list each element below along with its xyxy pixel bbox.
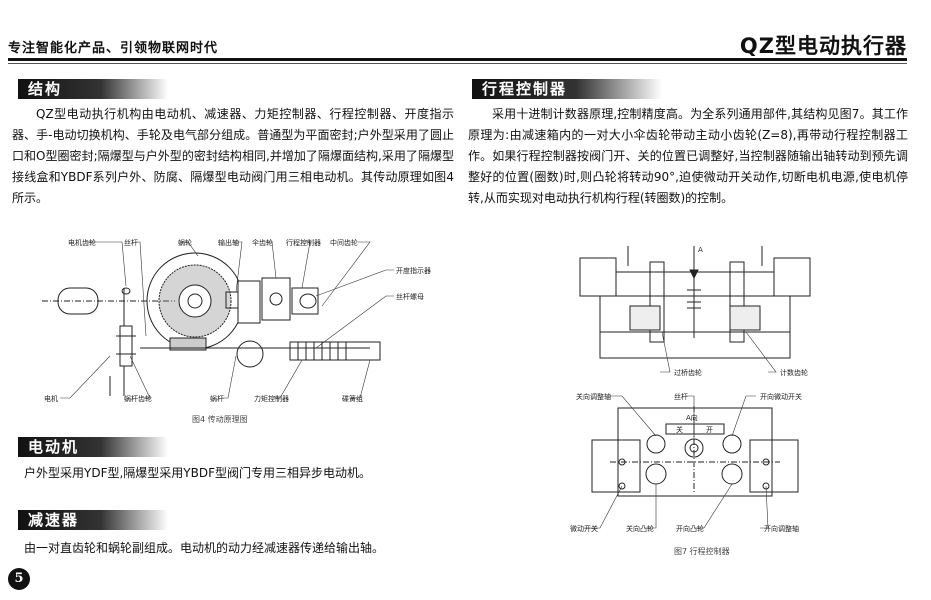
structure-text: QZ型电动执行机构由电动机、减速器、力矩控制器、行程控制器、开度指示器、手-电动… xyxy=(12,107,454,205)
worm-gear-block xyxy=(119,325,133,367)
fig4-label-worm-gear: 蜗杆齿轮 xyxy=(124,394,152,403)
fig7-plan-body xyxy=(617,407,773,497)
structure-paragraph: QZ型电动执行机构由电动机、减速器、力矩控制器、行程控制器、开度指示器、手-电动… xyxy=(12,104,454,209)
page-number: 5 xyxy=(8,568,30,590)
section-motor-title: 电动机 xyxy=(28,438,80,456)
fig4-label-travel-ctrl: 行程控制器 xyxy=(286,238,321,247)
figure4-diagram: 电机齿轮 丝杆 蜗轮 输出轴 伞齿轮 行程控制器 中间齿轮 开度指示器 丝杆螺母… xyxy=(42,238,431,403)
section-structure-heading: 结构 xyxy=(18,79,168,99)
fig7-label-a: A xyxy=(698,246,703,254)
bevel-gear-shape xyxy=(261,277,291,321)
fig7-label-open: 开 xyxy=(706,426,713,434)
fig4-label-disc-spring: 碟簧组 xyxy=(342,394,363,403)
fig7-open-switch-shape xyxy=(749,439,799,493)
motor-gear-shape xyxy=(121,287,131,295)
fig7-label-open-micro-switch: 开向微动开关 xyxy=(760,392,802,401)
fig7-label-screw: 丝杆 xyxy=(674,392,688,401)
section-travel-heading: 行程控制器 xyxy=(472,79,662,99)
fig7-label-close-adjust-shaft: 关向调整轴 xyxy=(576,392,611,401)
fig7-label-open-cam: 开向凸轮 xyxy=(676,524,704,533)
fig4-label-opening-indicator: 开度指示器 xyxy=(396,266,431,275)
fig4-label-worm-wheel: 蜗轮 xyxy=(178,238,192,247)
motor-text: 户外型采用YDF型,隔爆型采用YBDF型阀门专用三相异步电动机。 xyxy=(24,466,371,480)
fig7-label-counter-gear: 计数齿轮 xyxy=(780,368,808,377)
fig4-label-screw-nut: 丝杆螺母 xyxy=(396,292,424,301)
fig7-label-open-adjust-shaft: 开向调整轴 xyxy=(764,524,799,533)
travel-controller-shape xyxy=(291,287,319,315)
fig4-label-intermediate-gear: 中间齿轮 xyxy=(330,238,358,247)
fig4-label-screw: 丝杆 xyxy=(124,238,138,247)
intermediate-gear-shape xyxy=(236,340,264,368)
fig7-top-left-block xyxy=(579,257,617,297)
figure7-diagram: A 过桥齿轮 计数齿轮 关向调整轴 丝杆 开向微动开关 A向 关 开 关向微动开… xyxy=(570,246,811,533)
header-slogan: 专注智能化产品、引领物联网时代 xyxy=(8,41,219,56)
product-title: QZ型电动执行器 xyxy=(739,34,907,58)
reducer-paragraph: 由一对直齿轮和蜗轮副组成。电动机的动力经减速器传递给输出轴。 xyxy=(12,538,454,559)
fig4-label-motor-gear: 电机齿轮 xyxy=(68,238,96,247)
header-rule-thin xyxy=(8,63,907,64)
reducer-text: 由一对直齿轮和蜗轮副组成。电动机的动力经减速器传递给输出轴。 xyxy=(24,541,385,555)
fig7-label-close: 关 xyxy=(676,425,683,434)
fig4-label-output-shaft: 输出轴 xyxy=(218,238,239,247)
fig7-label-close-micro-switch: 关向微动开关 xyxy=(570,524,598,533)
fig7-close-cam-shape xyxy=(645,463,667,485)
fig7-close-switch-shape xyxy=(591,439,641,493)
figure7-caption: 图7 行程控制器 xyxy=(674,547,730,556)
section-reducer-heading: 减速器 xyxy=(18,510,168,530)
fig7-base xyxy=(599,331,791,359)
disc-spring-shape xyxy=(289,341,381,361)
section-structure-title: 结构 xyxy=(28,80,63,98)
fig7-close-adjust-shaft-shape xyxy=(646,434,666,454)
section-travel-title: 行程控制器 xyxy=(482,80,568,98)
travel-paragraph: 采用十进制计数器原理,控制精度高。为全系列通用部件,其结构见图7。其工作原理为:… xyxy=(468,104,908,209)
section-motor-heading: 电动机 xyxy=(18,437,168,457)
fig7-open-adjust-shaft-shape xyxy=(722,434,742,454)
worm-shape xyxy=(169,337,207,351)
figure4-caption: 图4 传动原理图 xyxy=(192,415,248,424)
motor-paragraph: 户外型采用YDF型,隔爆型采用YBDF型阀门专用三相异步电动机。 xyxy=(12,463,454,484)
fig4-label-worm: 蜗杆 xyxy=(210,394,224,403)
section-reducer-title: 减速器 xyxy=(28,511,80,529)
fig7-top-right-block xyxy=(773,257,811,297)
fig7-front-body xyxy=(599,295,791,333)
fig7-open-cam-shape xyxy=(721,463,743,485)
fig7-label-transfer-gear: 过桥齿轮 xyxy=(674,368,702,377)
fig7-label-close-cam: 关向凸轮 xyxy=(626,524,654,533)
header-rule xyxy=(8,58,907,61)
travel-text: 采用十进制计数器原理,控制精度高。为全系列通用部件,其结构见图7。其工作原理为:… xyxy=(468,107,908,205)
fig4-label-bevel-gear: 伞齿轮 xyxy=(252,238,273,247)
fig7-label-a-dir: A向 xyxy=(686,413,698,422)
fig4-label-torque-ctrl: 力矩控制器 xyxy=(254,394,289,403)
fig4-label-motor: 电机 xyxy=(44,394,58,403)
